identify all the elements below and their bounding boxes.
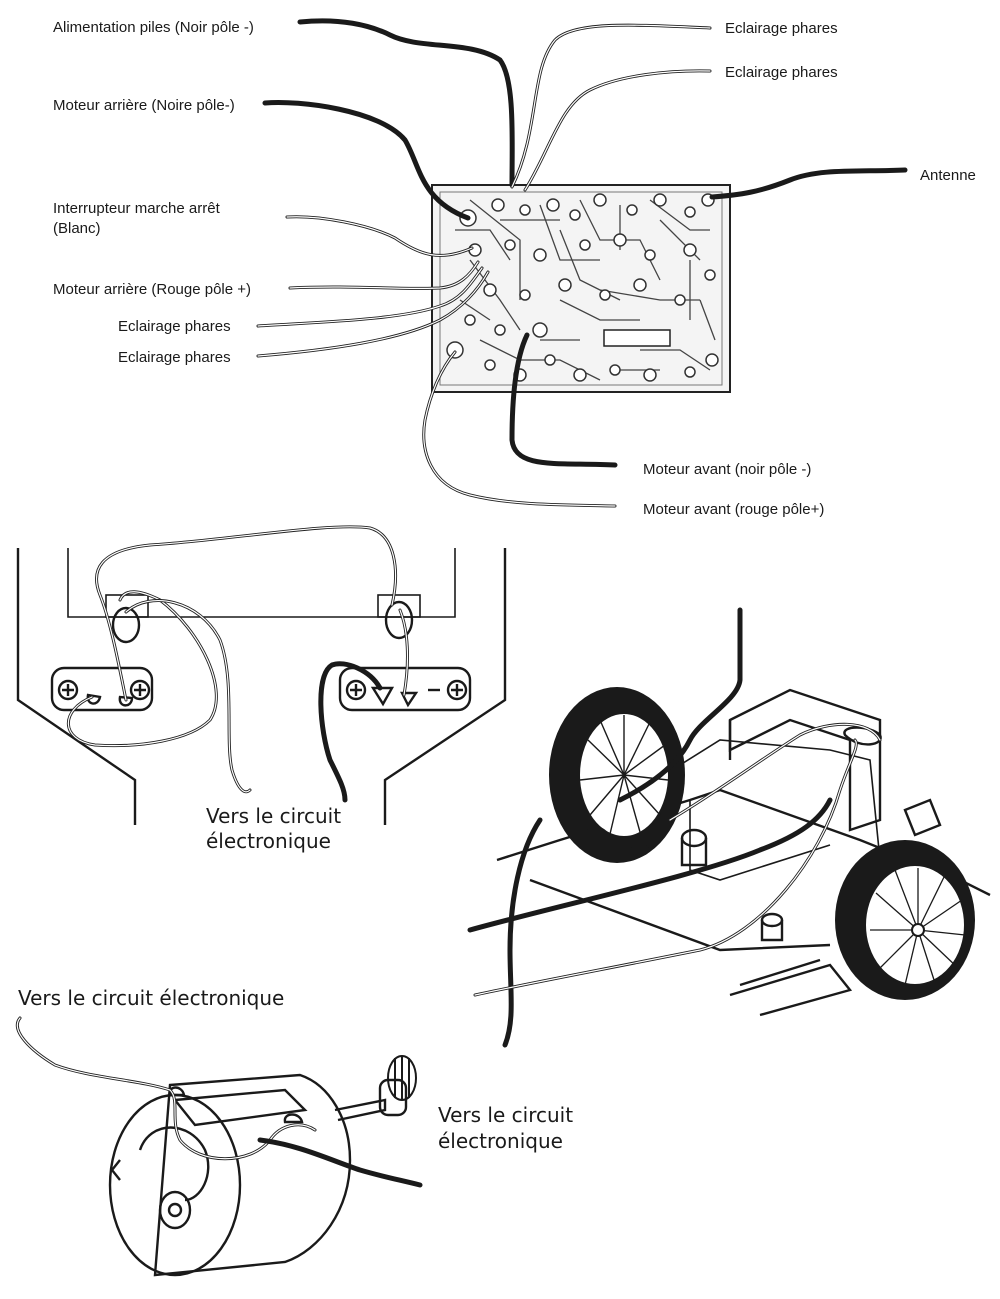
front-wheel [835, 840, 975, 1000]
circuit-board [431, 184, 731, 393]
label-antenne: Antenne [920, 167, 976, 184]
label-interrupteur: Interrupteur marche arrêt [53, 200, 221, 217]
label-alimentation: Alimentation piles (Noir pôle -) [53, 19, 254, 36]
pcb-wires [256, 18, 908, 508]
label-motor-vers-top: Vers le circuit électronique [18, 986, 284, 1010]
car-chassis [467, 607, 991, 1048]
label-motor-vers-1: Vers le circuit [438, 1103, 573, 1127]
label-eclairage-left-2: Eclairage phares [118, 349, 231, 366]
label-moteur-arriere-noir: Moteur arrière (Noire pôle-) [53, 97, 235, 114]
battery-compartment: Vers le circuit électronique [16, 525, 507, 853]
plus-icon [446, 679, 468, 701]
label-interrupteur-blanc: (Blanc) [53, 220, 101, 237]
plus-icon [345, 679, 367, 701]
label-eclairage-top-1: Eclairage phares [725, 20, 838, 37]
rear-wheel [549, 687, 685, 863]
pcb-chip [603, 329, 671, 347]
gear-icon [387, 1055, 417, 1101]
label-battery-vers-2: électronique [206, 829, 331, 853]
label-motor-vers-2: électronique [438, 1129, 563, 1153]
label-eclairage-left-1: Eclairage phares [118, 318, 231, 335]
plus-icon [129, 679, 151, 701]
label-eclairage-top-2: Eclairage phares [725, 64, 838, 81]
label-moteur-arriere-rouge: Moteur arrière (Rouge pôle +) [53, 281, 251, 298]
pcb-labels: Alimentation piles (Noir pôle -) Moteur … [53, 19, 976, 518]
label-moteur-avant-rouge: Moteur avant (rouge pôle+) [643, 501, 824, 518]
motor: Vers le circuit électronique Vers le cir… [16, 986, 573, 1277]
label-battery-vers-1: Vers le circuit [206, 804, 341, 828]
label-moteur-avant-noir: Moteur avant (noir pôle -) [643, 461, 811, 478]
plus-icon [57, 679, 79, 701]
